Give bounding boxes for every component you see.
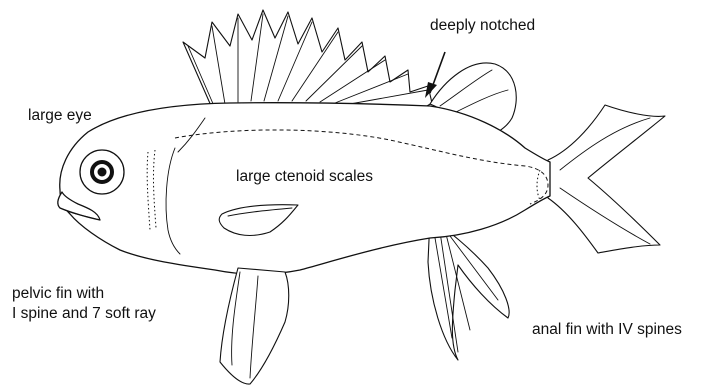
label-pelvic-fin-line1: pelvic fin with <box>12 284 104 303</box>
label-pelvic-fin-line2: I spine and 7 soft ray <box>12 304 156 323</box>
spiny-dorsal-fin <box>183 10 432 110</box>
pelvic-fin <box>220 268 289 384</box>
label-large-ctenoid-scales: large ctenoid scales <box>236 167 373 186</box>
label-anal-fin: anal fin with IV spines <box>532 320 682 339</box>
fish-body <box>58 103 550 274</box>
eye <box>80 150 124 194</box>
caudal-fin <box>548 105 665 253</box>
label-deeply-notched: deeply notched <box>430 16 535 35</box>
anal-fin <box>428 218 509 360</box>
label-large-eye: large eye <box>28 106 92 125</box>
